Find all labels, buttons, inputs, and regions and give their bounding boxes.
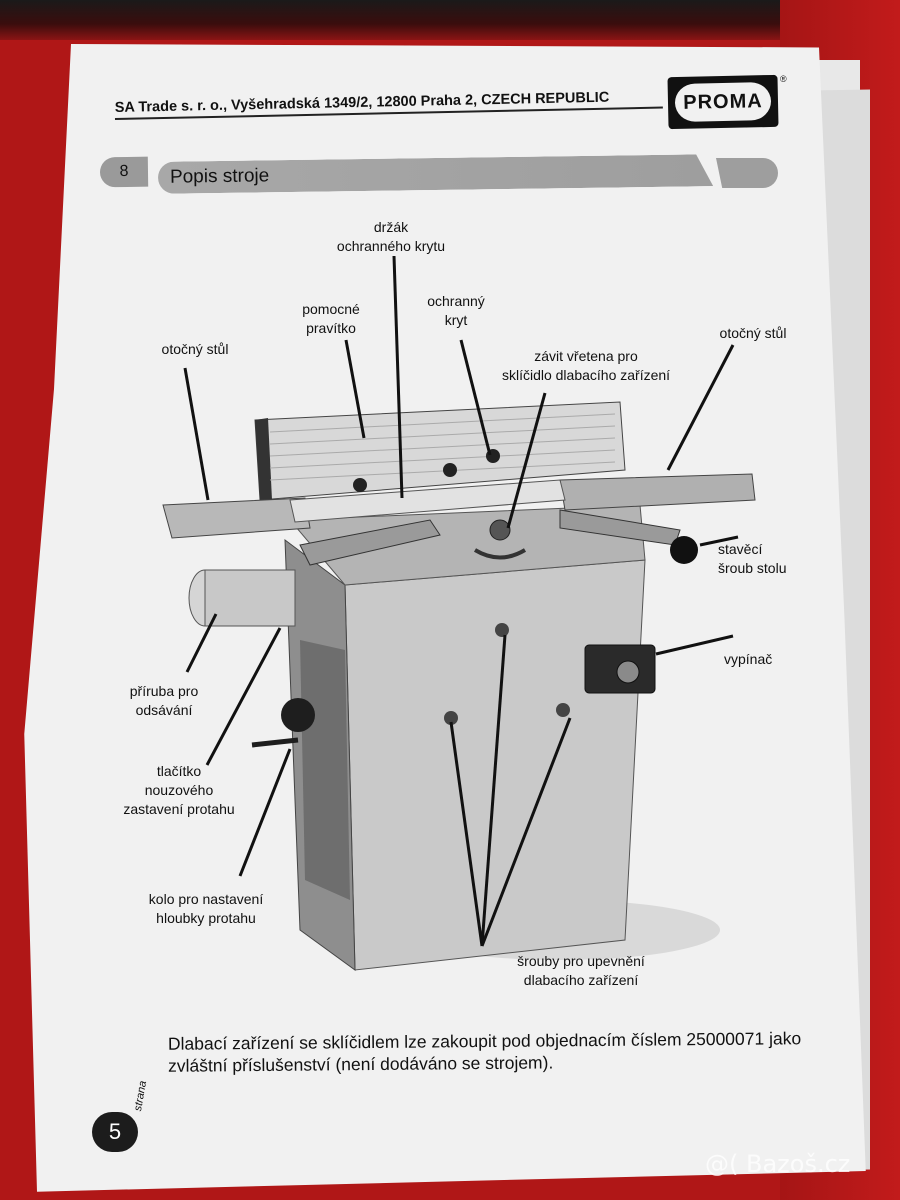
adjust-knob bbox=[670, 536, 698, 564]
dust-port bbox=[204, 569, 296, 627]
accessory-note: Dlabací zařízení se sklíčidlem lze zakou… bbox=[167, 1028, 802, 1076]
page-number: 5 bbox=[92, 1112, 138, 1152]
label-switch: vypínač bbox=[724, 651, 773, 667]
leader-emergency bbox=[205, 627, 282, 766]
label-rotary-table-left: otočný stůl bbox=[161, 341, 229, 357]
leader-bolt-left bbox=[449, 721, 484, 947]
label-rotary-table-right: otočný stůl bbox=[719, 325, 787, 341]
leader-bolt-top bbox=[480, 634, 507, 947]
label-guard-holder: držák ochranného krytu bbox=[336, 219, 446, 254]
leader-wheel bbox=[238, 748, 292, 877]
leader-spindle bbox=[506, 392, 547, 529]
left-table bbox=[162, 497, 311, 539]
leader-holder bbox=[392, 255, 404, 499]
leader-cover bbox=[459, 339, 492, 456]
fence-edge bbox=[255, 418, 272, 500]
label-protective-cover: ochranný kryt bbox=[427, 293, 485, 328]
top-housing bbox=[288, 504, 646, 586]
leader-flange bbox=[185, 613, 218, 673]
bazos-watermark: @( Bazoš.cz bbox=[705, 1150, 851, 1178]
leader-ruler bbox=[344, 339, 366, 439]
leader-adjust bbox=[699, 535, 739, 547]
label-spindle-thread: závit vřetena pro sklíčidlo dlabacího za… bbox=[501, 348, 671, 383]
switch-button bbox=[616, 660, 640, 684]
left-arm bbox=[299, 519, 441, 566]
bolt-left bbox=[444, 711, 458, 725]
leader-rotary-left bbox=[183, 367, 210, 501]
fence-ribs bbox=[269, 413, 616, 481]
depth-wheel bbox=[281, 698, 315, 732]
spindle bbox=[489, 519, 511, 541]
leader-bolt-right bbox=[480, 717, 572, 947]
background-top bbox=[0, 0, 900, 40]
label-auxiliary-ruler: pomocné pravítko bbox=[302, 301, 360, 336]
registered-mark: ® bbox=[780, 74, 787, 84]
wheel-handle bbox=[251, 737, 299, 748]
guard-arm bbox=[289, 479, 566, 523]
label-depth-wheel: kolo pro nastavení hloubky protahu bbox=[148, 891, 264, 926]
section-bar-tail bbox=[716, 158, 778, 188]
right-table bbox=[559, 473, 756, 511]
label-emergency-stop: tlačítko nouzového zastavení protahu bbox=[123, 763, 235, 817]
label-mounting-bolts: šrouby pro upevnění dlabacího zařízení bbox=[517, 953, 645, 988]
leader-lines bbox=[183, 255, 739, 947]
label-extraction-flange: příruba pro odsávání bbox=[129, 683, 199, 718]
leader-rotary-right bbox=[666, 344, 735, 471]
label-table-adjust-screw: stavěcí šroub stolu bbox=[718, 541, 787, 576]
bolt-top bbox=[495, 623, 509, 637]
leader-switch bbox=[655, 634, 734, 656]
bolt-right bbox=[556, 703, 570, 717]
cabinet-door bbox=[300, 640, 350, 900]
knob-ruler bbox=[353, 478, 367, 492]
knob-center bbox=[443, 463, 457, 477]
spindle-arc bbox=[473, 548, 527, 560]
